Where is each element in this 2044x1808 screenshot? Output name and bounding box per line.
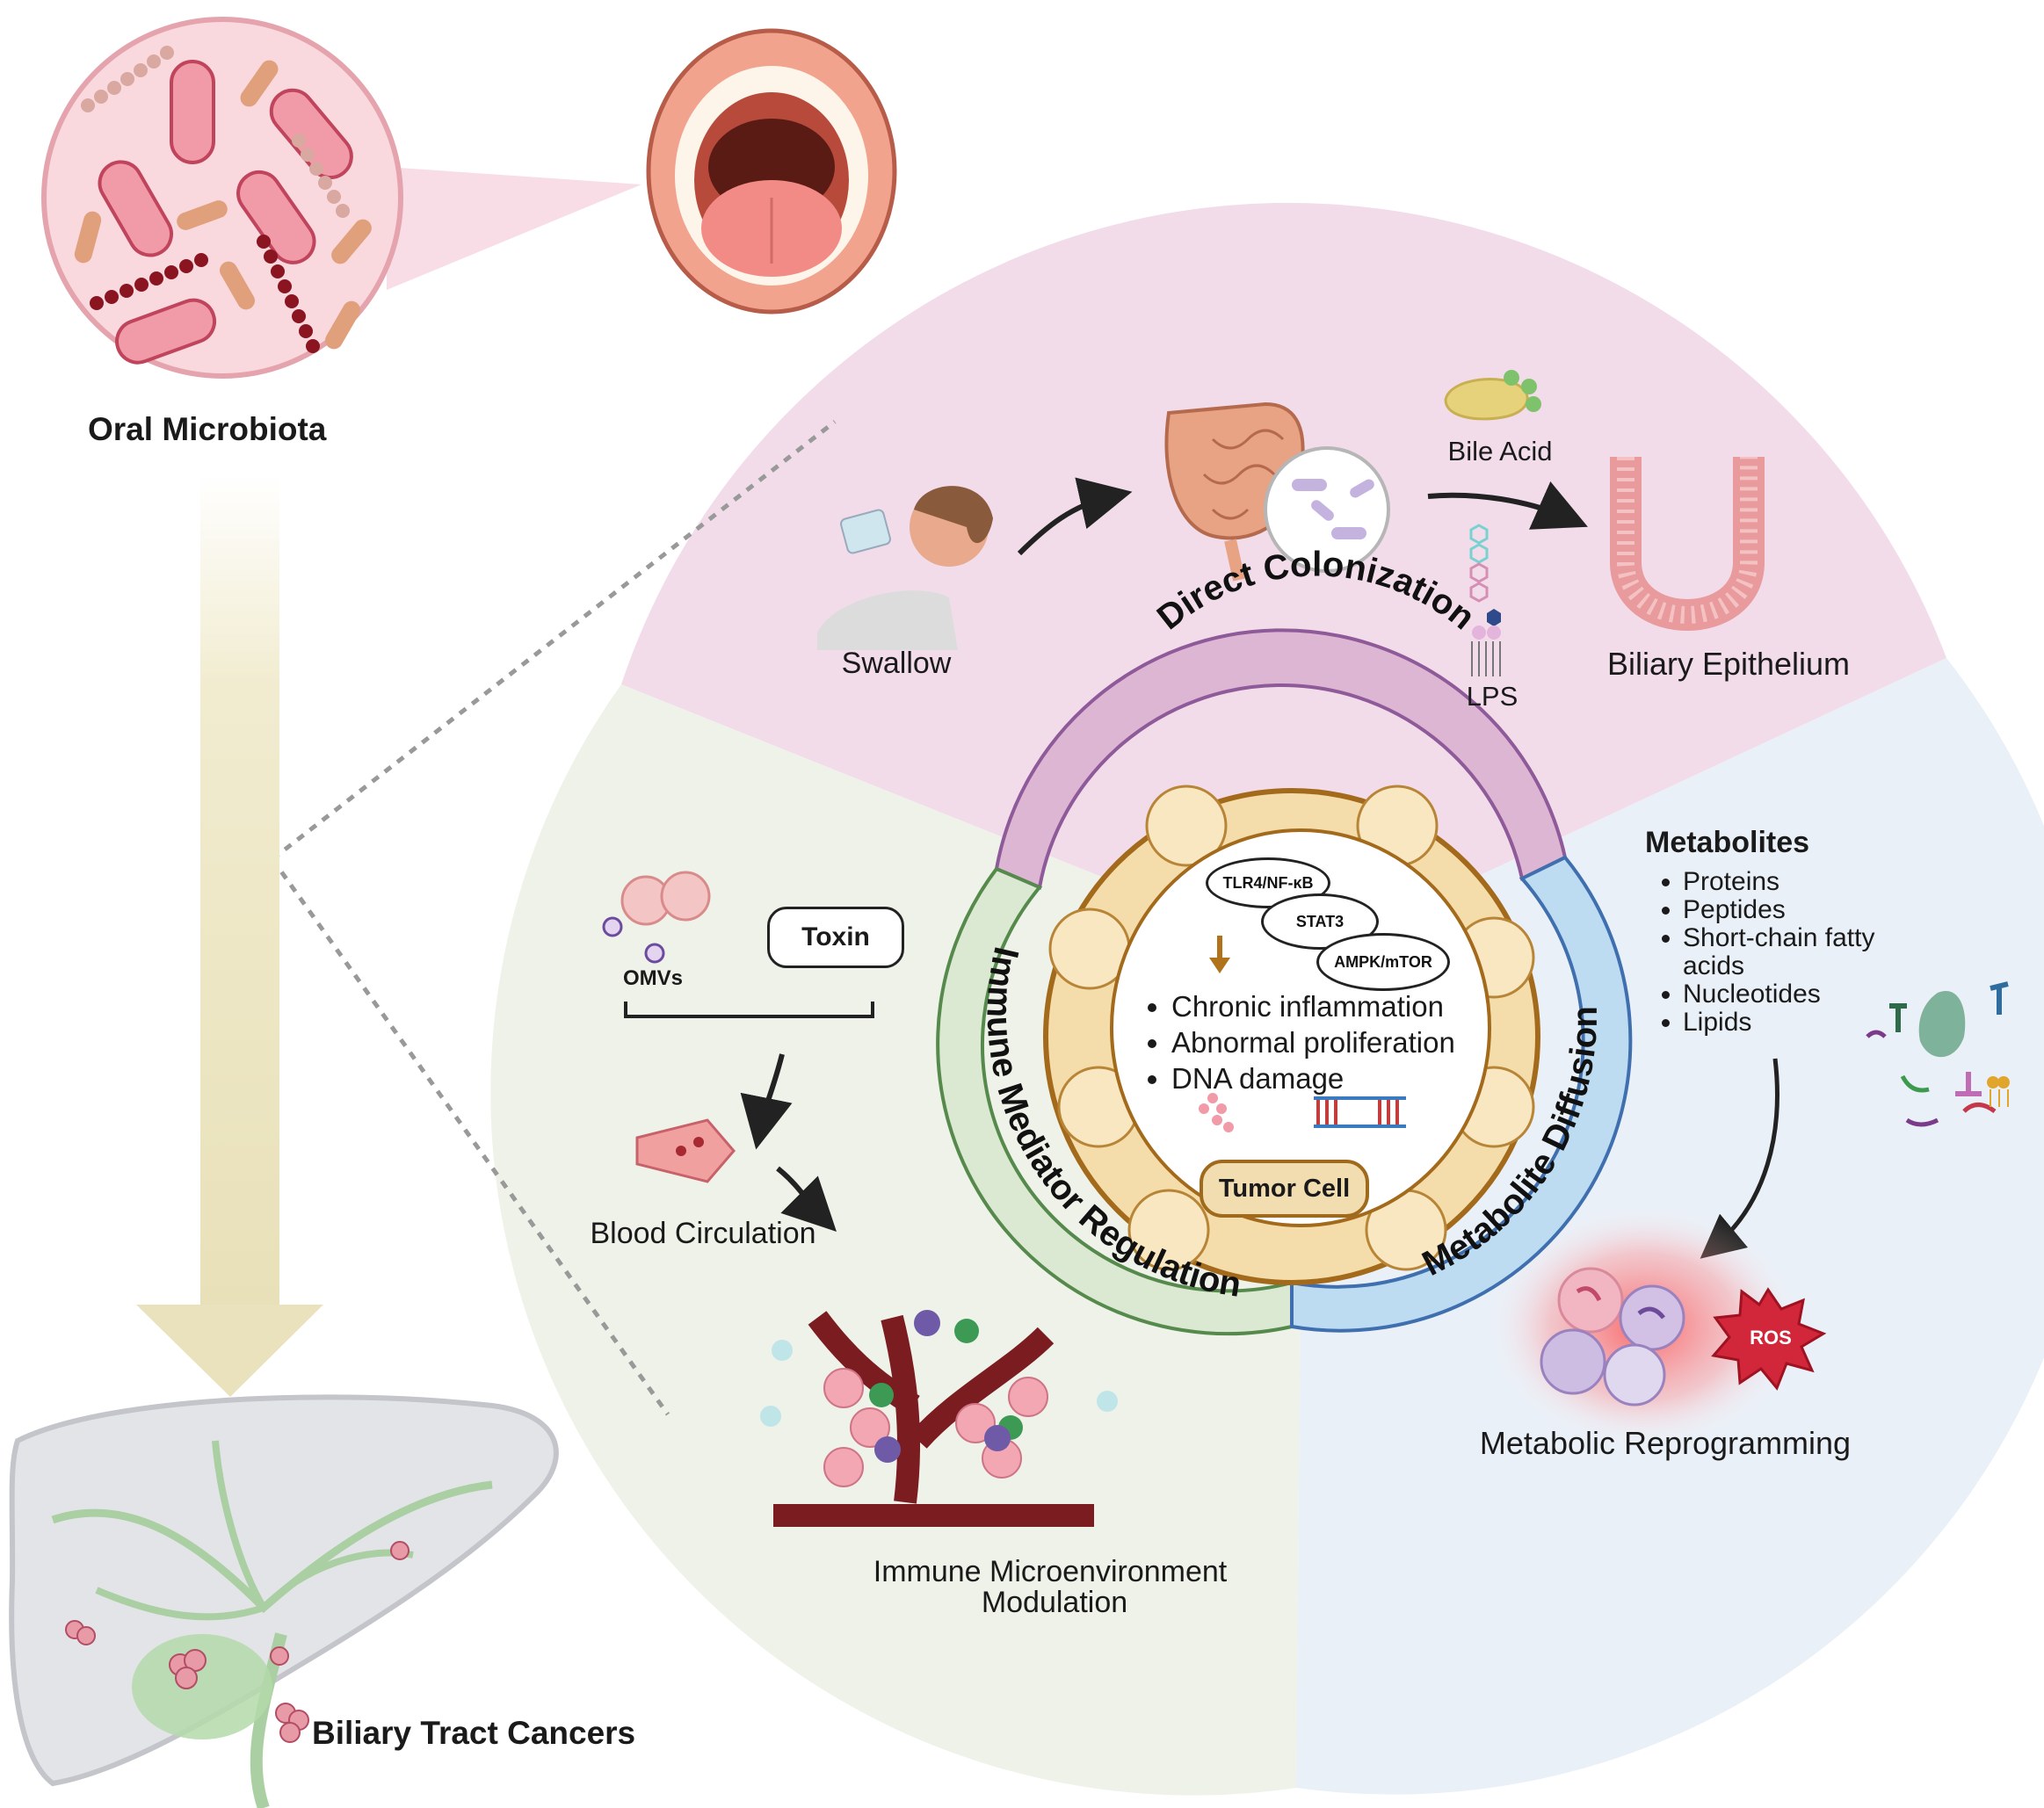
arrow-to-blood bbox=[740, 1053, 793, 1150]
omvs-illustration bbox=[602, 871, 711, 964]
ros-burst bbox=[1711, 1287, 1827, 1391]
ros-label: ROS bbox=[1750, 1327, 1792, 1349]
lps-label: LPS bbox=[1466, 681, 1519, 712]
metabolite-item: Lipids bbox=[1683, 1009, 1874, 1037]
arrow-gut-to-bile bbox=[1427, 481, 1588, 530]
effect-item: DNA damage bbox=[1171, 1060, 1455, 1096]
oral-microbiota-illustration bbox=[41, 17, 641, 379]
pathway-ampk-mtor: AMPK/mTOR bbox=[1316, 933, 1450, 991]
intestine-illustration bbox=[1164, 401, 1390, 582]
metabolite-item: Nucleotides bbox=[1683, 980, 1874, 1009]
liver-illustration bbox=[9, 1394, 559, 1808]
tumor-effects-list: Chronic inflammation Abnormal proliferat… bbox=[1136, 988, 1455, 1096]
immune-modulation-line2: Modulation bbox=[981, 1586, 1128, 1619]
metabolite-item: Short-chain fatty bbox=[1683, 924, 1874, 952]
tumor-cell-label: Tumor Cell bbox=[1200, 1160, 1369, 1218]
arrow-swallow-to-gut bbox=[1017, 477, 1133, 556]
oral-microbiota-title: Oral Microbiota bbox=[88, 411, 327, 447]
lps-illustration bbox=[1469, 524, 1501, 676]
blood-circulation-label: Blood Circulation bbox=[590, 1217, 816, 1250]
biliary-epithelium-illustration bbox=[1610, 457, 1765, 631]
metabolites-title: Metabolites bbox=[1645, 826, 1810, 859]
arrow-to-immune bbox=[776, 1166, 837, 1232]
effect-item: Chronic inflammation bbox=[1171, 988, 1455, 1024]
metabolites-list: Proteins Peptides Short-chain fatty acid… bbox=[1648, 868, 1874, 1037]
immune-cells-illustration bbox=[1540, 1267, 1685, 1407]
swallow-label: Swallow bbox=[841, 647, 952, 680]
metabolite-molecules-illustration bbox=[1866, 981, 2010, 1127]
metabolic-reprogramming-label: Metabolic Reprogramming bbox=[1479, 1425, 1852, 1461]
blood-vessel-illustration bbox=[635, 1118, 736, 1183]
metabolite-item: acids bbox=[1683, 951, 1745, 980]
segment-top bbox=[621, 202, 1946, 958]
biliary-tract-cancers-title: Biliary Tract Cancers bbox=[312, 1715, 636, 1751]
effect-item: Abnormal proliferation bbox=[1171, 1024, 1455, 1060]
omvs-label: OMVs bbox=[622, 966, 684, 990]
center-ring bbox=[936, 628, 1633, 1336]
dotted-line-lower bbox=[270, 857, 670, 1416]
down-arrow bbox=[136, 474, 323, 1397]
mouth-illustration bbox=[646, 28, 897, 315]
biliary-epithelium-label: Biliary Epithelium bbox=[1606, 646, 1851, 682]
bile-acid-illustration bbox=[1444, 370, 1541, 421]
immune-modulation-line1: Immune Microenvironment bbox=[873, 1555, 1228, 1588]
immune-microenvironment-illustration bbox=[760, 1310, 1118, 1527]
metabolite-item: Peptides bbox=[1683, 896, 1874, 924]
bracket bbox=[624, 1002, 874, 1018]
bile-acid-label: Bile Acid bbox=[1447, 436, 1553, 466]
toxin-box: Toxin bbox=[767, 907, 904, 968]
metabolite-item: Proteins bbox=[1683, 868, 1874, 896]
swallow-person-illustration bbox=[817, 486, 993, 650]
